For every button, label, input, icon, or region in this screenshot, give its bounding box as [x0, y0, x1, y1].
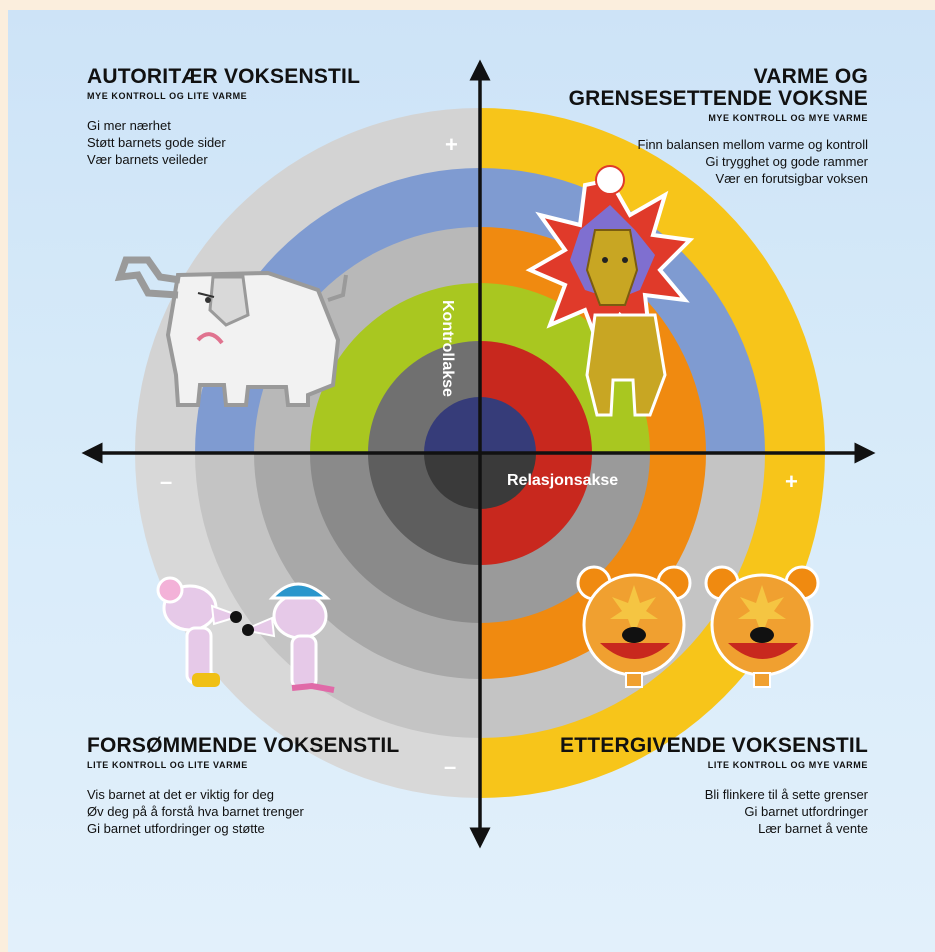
elephant-icon: [114, 256, 348, 407]
teddy-bears-icon: [576, 565, 820, 688]
horizontal-axis-label: Relasjonsakse: [507, 472, 618, 489]
tip-item: Bli flinkere til å sette grenser: [704, 787, 868, 802]
quadrant-tips: Vis barnet at det er viktig for deg Øv d…: [87, 786, 399, 837]
quadrant-subtitle: MYE KONTROLL OG LITE VARME: [87, 91, 248, 101]
quadrant-bottom-right-text: ETTERGIVENDE VOKSENSTIL LITE KONTROLL OG…: [560, 735, 868, 837]
tip-item: Finn balansen mellom varme og kontroll: [637, 137, 869, 152]
horizontal-plus-sign: +: [785, 469, 798, 494]
tip-item: Gi mer nærhet: [87, 118, 171, 133]
vertical-plus-sign: +: [445, 132, 458, 157]
tip-item: Vis barnet at det er viktig for deg: [87, 787, 274, 802]
quadrant-subtitle: MYE KONTROLL OG MYE VARME: [708, 113, 868, 123]
quadrant-subtitle: LITE KONTROLL OG MYE VARME: [707, 760, 868, 770]
quadrant-tips: Finn balansen mellom varme og kontroll G…: [569, 136, 869, 187]
quadrant-title: ETTERGIVENDE VOKSENSTIL: [560, 734, 868, 757]
quadrant-tips: Gi mer nærhet Støtt barnets gode sider V…: [87, 117, 360, 168]
tip-item: Gi barnet utfordringer og støtte: [87, 821, 265, 836]
quadrant-tips: Bli flinkere til å sette grenser Gi barn…: [560, 786, 868, 837]
tip-item: Øv deg på å forstå hva barnet trenger: [87, 804, 304, 819]
tip-item: Vær en forutsigbar voksen: [715, 171, 868, 186]
lion-icon: [525, 165, 695, 417]
tip-item: Vær barnets veileder: [87, 152, 208, 167]
quadrant-bottom-left-text: FORSØMMENDE VOKSENSTIL LITE KONTROLL OG …: [87, 735, 399, 837]
horizontal-minus-sign: –: [160, 469, 172, 494]
tip-item: Støtt barnets gode sider: [87, 135, 226, 150]
quadrant-title: FORSØMMENDE VOKSENSTIL: [87, 734, 400, 757]
quadrant-top-right-text: VARME OG GRENSESETTENDE VOKSNE MYE KONTR…: [569, 66, 868, 187]
mice-icon: [156, 576, 335, 693]
quadrant-title: AUTORITÆR VOKSENSTIL: [87, 65, 361, 88]
quadrant-subtitle: LITE KONTROLL OG LITE VARME: [87, 760, 248, 770]
tip-item: Gi trygghet og gode rammer: [705, 154, 868, 169]
quadrant-top-left-text: AUTORITÆR VOKSENSTIL MYE KONTROLL OG LIT…: [87, 66, 360, 168]
tip-item: Lær barnet å vente: [758, 821, 868, 836]
quadrant-bottom-left-rings: [135, 453, 480, 798]
vertical-axis-label: Kontrollakse: [439, 300, 456, 397]
tip-item: Gi barnet utfordringer: [744, 804, 868, 819]
vertical-minus-sign: –: [444, 754, 456, 779]
quadrant-title: VARME OG GRENSESETTENDE VOKSNE: [568, 65, 868, 110]
